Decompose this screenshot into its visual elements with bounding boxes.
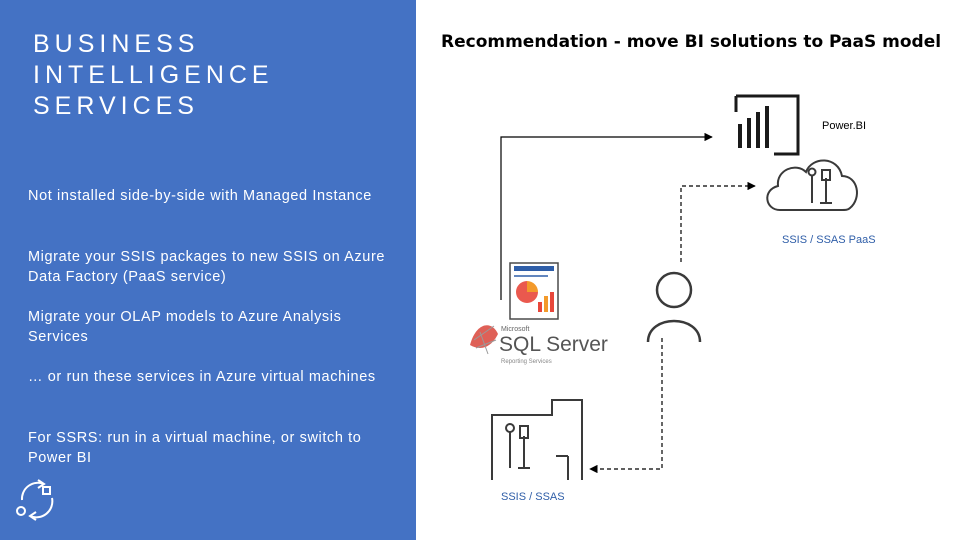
sql-logo-sqlserver-text: SQL Server [499,333,608,356]
arrow-to-powerbi [500,132,713,300]
onprem-ssis-ssas-icon [491,399,583,480]
bullet-azure-vm: … or run these services in Azure virtual… [28,369,376,385]
bullet-ssrs: For SSRS: run in a virtual machine, or s… [28,430,362,466]
arrow-from-user [589,338,663,474]
powerbi-icon [734,94,800,156]
arrow-to-paas [680,181,756,262]
bullet-side-by-side: Not installed side-by-side with Managed … [28,188,372,204]
section-title-line-1: BUSINESS [33,30,200,58]
recommendation-title: Recommendation - move BI solutions to Pa… [441,32,942,52]
onprem-label: SSIS / SSAS [501,491,565,503]
sync-icon [16,479,54,521]
cloud-tools-icon [766,159,858,211]
sql-logo-subtitle-text: Reporting Services [501,359,552,365]
section-title-line-2: INTELLIGENCE [33,61,274,89]
powerbi-label: Power.BI [822,120,867,132]
user-icon [646,271,702,343]
sql-logo-microsoft-text: Microsoft [501,326,530,333]
paas-label: SSIS / SSAS PaaS [782,234,876,246]
bullet-ssis-adf: Migrate your SSIS packages to new SSIS o… [28,249,386,285]
reporting-report-icon [509,262,559,320]
sql-server-logo-icon [470,325,498,355]
section-title-line-3: SERVICES [33,92,199,120]
left-panel [0,0,416,540]
bullet-olap-aas: Migrate your OLAP models to Azure Analys… [28,309,342,345]
